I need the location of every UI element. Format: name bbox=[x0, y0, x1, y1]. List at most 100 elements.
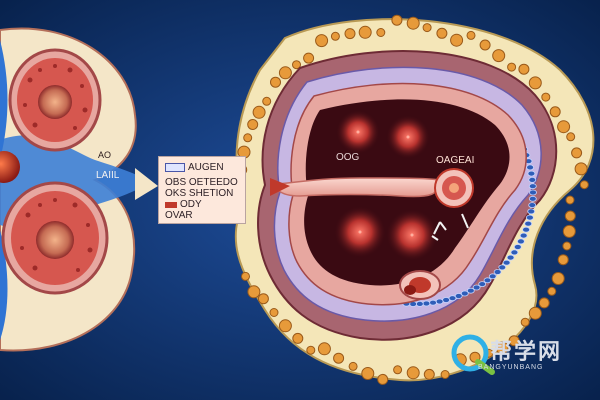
endometrial-cell bbox=[478, 281, 487, 288]
uterus-cross-section bbox=[234, 14, 595, 385]
endometrial-cell bbox=[527, 208, 536, 215]
watermark: 帮学网 BANGYUNBANG bbox=[450, 328, 580, 378]
follicle-dot bbox=[393, 365, 403, 375]
follicle-dot bbox=[564, 210, 576, 222]
follicle-dot bbox=[270, 76, 281, 88]
endometrial-cell bbox=[528, 183, 537, 190]
follicle-dot bbox=[376, 28, 386, 37]
endometrial-cell bbox=[472, 284, 481, 291]
follicle-dot bbox=[574, 162, 588, 176]
follicle-dot bbox=[278, 66, 292, 80]
legend-text-2: OBS OETEEDO bbox=[165, 177, 238, 188]
endometrial-cell bbox=[466, 287, 475, 294]
watermark-logo-icon bbox=[451, 334, 495, 375]
endometrial-cell bbox=[522, 226, 530, 233]
follicle-dot bbox=[551, 272, 565, 285]
inner-left-label: OOG bbox=[336, 152, 360, 163]
follicle-dot bbox=[247, 285, 261, 299]
follicle-dot bbox=[566, 132, 576, 142]
endometrial-cell bbox=[483, 277, 492, 284]
endometrial-cell bbox=[527, 170, 536, 177]
follicle-dot bbox=[549, 106, 561, 118]
legend-text-4: ODY bbox=[180, 199, 202, 210]
follicle-dot bbox=[292, 332, 304, 344]
follicle-dot bbox=[436, 27, 448, 39]
legend-item-1: AUGEN bbox=[165, 162, 224, 173]
endometrial-cell bbox=[448, 295, 457, 302]
follicle-dot bbox=[562, 224, 576, 238]
open-bar-icon bbox=[165, 163, 185, 172]
solid-bar-icon bbox=[165, 201, 177, 208]
endometrial-cell bbox=[524, 220, 533, 227]
follicle-dot bbox=[317, 342, 331, 356]
follicle-dot bbox=[423, 368, 435, 380]
follicle-dot bbox=[466, 30, 476, 40]
endometrial-cell bbox=[519, 232, 528, 239]
endometrial-cell bbox=[506, 254, 515, 261]
endometrial-cell bbox=[528, 202, 537, 209]
follicle-dot bbox=[518, 63, 530, 75]
legend-item-5: OVAR bbox=[165, 210, 193, 221]
follicle-dot bbox=[547, 286, 557, 296]
follicle-dot bbox=[344, 28, 356, 40]
follicle-dot bbox=[557, 120, 571, 134]
central-duct bbox=[277, 177, 441, 198]
endometrial-cell bbox=[502, 259, 511, 266]
follicle-dots bbox=[236, 14, 589, 385]
legend-item-4: ODY bbox=[165, 199, 202, 210]
follicle-dot bbox=[492, 49, 506, 63]
follicle-dot bbox=[528, 306, 542, 320]
follicle-dot bbox=[333, 352, 345, 364]
follicle-dot bbox=[303, 52, 315, 64]
follicle-dot bbox=[495, 341, 509, 355]
endometrial-cell bbox=[422, 300, 431, 307]
follicle-dot bbox=[541, 92, 551, 102]
follicle-dot bbox=[306, 345, 316, 355]
follicle-dot bbox=[257, 293, 269, 305]
follicle-dot bbox=[440, 370, 450, 379]
follicle-dot bbox=[269, 308, 279, 317]
follicle-dot bbox=[391, 14, 403, 26]
follicle-dot bbox=[377, 373, 389, 385]
endometrial-cell bbox=[526, 214, 534, 221]
follicle-dot bbox=[520, 317, 530, 327]
endometrial-cell bbox=[529, 189, 537, 196]
follicle-dot bbox=[262, 96, 272, 106]
endometrial-cell bbox=[429, 299, 437, 306]
endometrial-cell bbox=[488, 273, 497, 280]
follicle-dot bbox=[330, 31, 340, 41]
inner-right-label: OAGEAI bbox=[436, 155, 475, 166]
follicle-dot bbox=[361, 367, 375, 380]
follicle-dot bbox=[479, 39, 491, 51]
follicle-dot bbox=[507, 62, 517, 72]
follicle-dot bbox=[579, 180, 589, 190]
endometrial-cell bbox=[442, 297, 451, 303]
follicle-dot bbox=[247, 119, 259, 130]
endometrial-cell bbox=[526, 164, 534, 171]
legend-box: AUGEN OBS OETEEDO OKS SHETION ODY OVAR bbox=[158, 156, 246, 224]
follicle-dot bbox=[358, 25, 372, 39]
follicle-dot bbox=[278, 319, 292, 333]
follicle-dot bbox=[450, 33, 464, 47]
endometrial-cell bbox=[517, 238, 525, 245]
follicle-dot bbox=[562, 241, 572, 251]
follicle-dot bbox=[348, 361, 358, 371]
legend-text-5: OVAR bbox=[165, 210, 193, 221]
endometrial-cell bbox=[460, 290, 469, 297]
follicle-dot bbox=[422, 23, 432, 33]
follicle-dot bbox=[243, 133, 253, 143]
watermark-main: 帮学网 bbox=[490, 339, 563, 365]
legend-text-1: AUGEN bbox=[188, 162, 224, 173]
follicle-dot bbox=[571, 147, 583, 159]
upper-left-label: AO bbox=[98, 150, 112, 160]
follicle-dot bbox=[557, 254, 569, 266]
endometrial-cell bbox=[415, 300, 424, 307]
lower-left-label: LAIIL bbox=[96, 170, 120, 181]
follicle-dot bbox=[252, 105, 266, 119]
endometrial-cell bbox=[528, 195, 537, 202]
follicle-dot bbox=[292, 60, 301, 70]
follicle-dot bbox=[538, 297, 550, 309]
follicle-dot bbox=[315, 34, 329, 48]
